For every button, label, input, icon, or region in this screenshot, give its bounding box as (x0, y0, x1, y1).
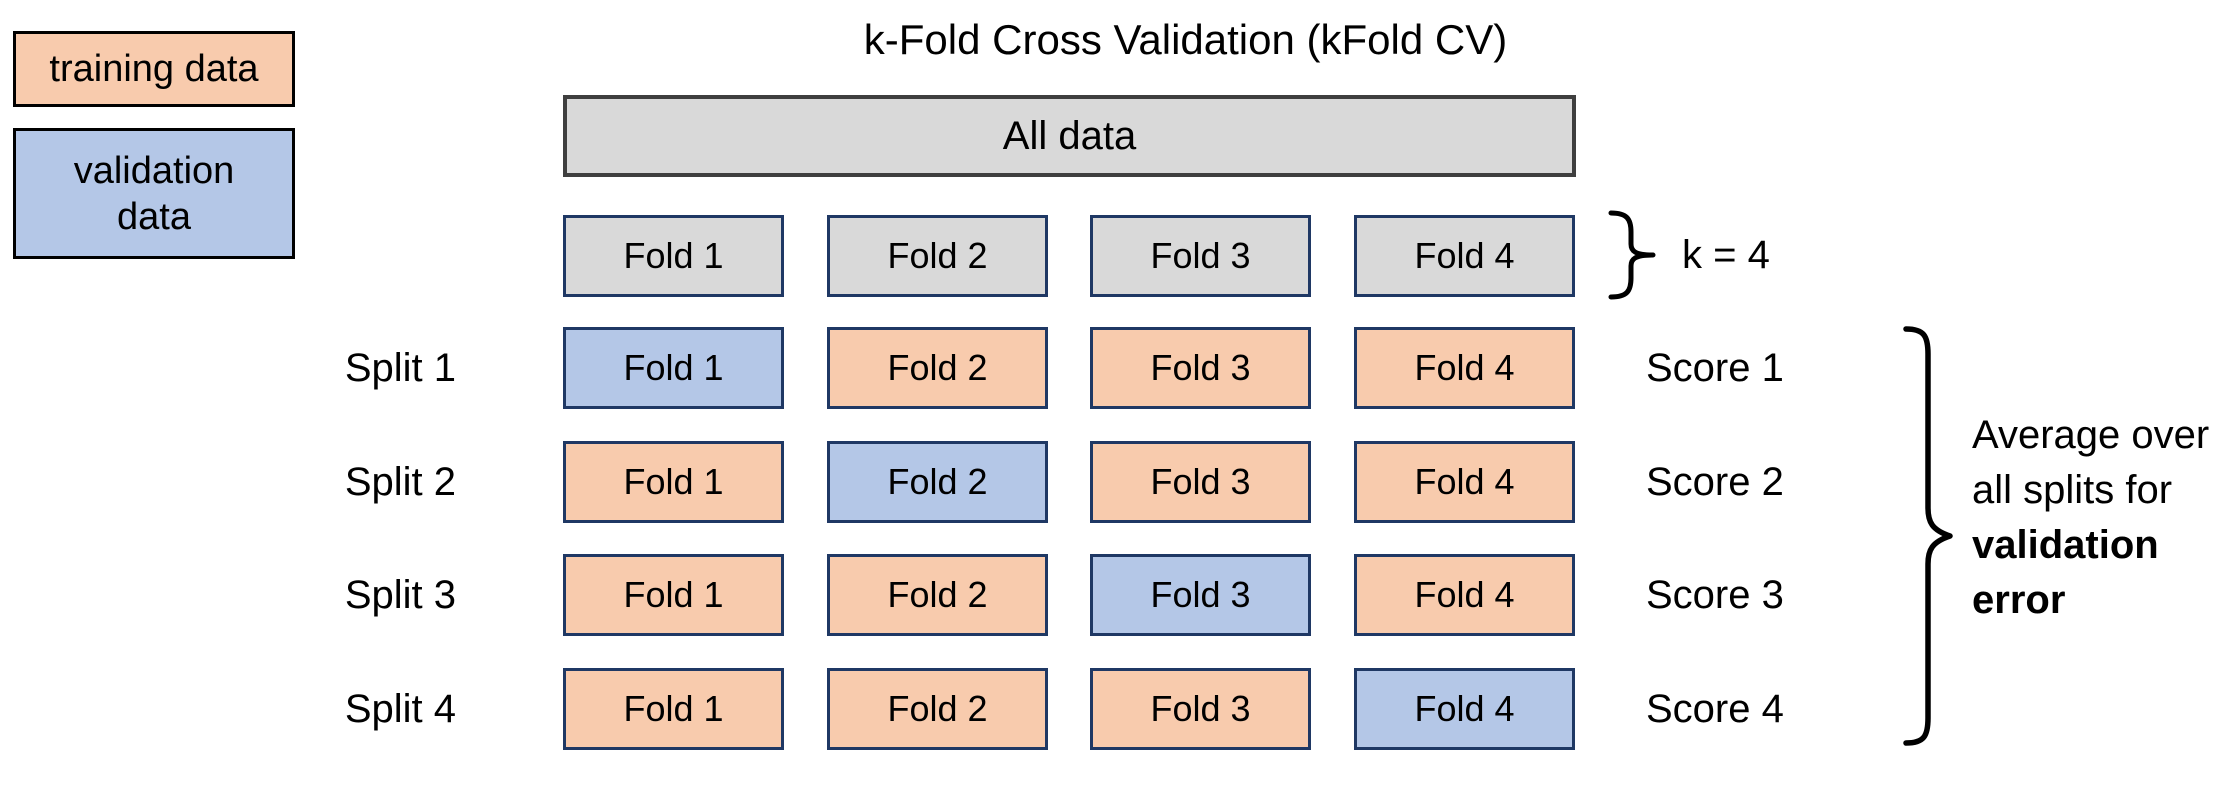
split-label: Split 3 (344, 573, 456, 617)
fold-cell: Fold 1 (563, 554, 784, 636)
fold-cell-label: Fold 3 (1150, 574, 1251, 615)
fold-cell-label: Fold 2 (887, 461, 988, 502)
fold-cell-label: Fold 1 (623, 574, 724, 615)
fold-cell-label: Fold 4 (1414, 688, 1515, 729)
fold-cell-label: Fold 1 (623, 688, 724, 729)
fold-header-label: Fold 4 (1414, 235, 1515, 276)
legend-validation-box: validation data (13, 128, 295, 259)
score-label: Score 1 (1646, 346, 1784, 390)
split-label: Split 4 (344, 687, 456, 731)
fold-cell: Fold 4 (1354, 668, 1575, 750)
fold-cell-label: Fold 2 (887, 574, 988, 615)
fold-header-cell-3: Fold 3 (1090, 215, 1311, 297)
fold-cell: Fold 2 (827, 441, 1048, 523)
fold-cell: Fold 2 (827, 327, 1048, 409)
score-label: Score 4 (1646, 687, 1784, 731)
legend-training-label: training data (49, 48, 259, 90)
fold-cell: Fold 3 (1090, 441, 1311, 523)
fold-cell: Fold 4 (1354, 441, 1575, 523)
fold-cell: Fold 4 (1354, 327, 1575, 409)
fold-cell-label: Fold 3 (1150, 347, 1251, 388)
fold-cell: Fold 3 (1090, 668, 1311, 750)
average-note-line: error (1972, 578, 2066, 622)
average-note-line: Average over (1972, 413, 2210, 457)
score-label: Score 2 (1646, 460, 1784, 504)
fold-cell-label: Fold 2 (887, 688, 988, 729)
split-label: Split 2 (344, 460, 456, 504)
fold-cell: Fold 4 (1354, 554, 1575, 636)
fold-cell-label: Fold 3 (1150, 688, 1251, 729)
fold-cell-label: Fold 3 (1150, 461, 1251, 502)
split-label: Split 1 (344, 346, 456, 390)
score-label: Score 3 (1646, 573, 1784, 617)
fold-cell: Fold 2 (827, 668, 1048, 750)
fold-cell: Fold 1 (563, 441, 784, 523)
fold-cell-label: Fold 1 (623, 461, 724, 502)
fold-cell: Fold 3 (1090, 327, 1311, 409)
diagram-title: k-Fold Cross Validation (kFold CV) (863, 16, 1508, 63)
fold-header-label: Fold 3 (1150, 235, 1251, 276)
all-data-label: All data (1002, 113, 1137, 158)
fold-cell: Fold 2 (827, 554, 1048, 636)
fold-cell: Fold 3 (1090, 554, 1311, 636)
fold-cell-label: Fold 4 (1414, 574, 1515, 615)
fold-header-cell-4: Fold 4 (1354, 215, 1575, 297)
fold-cell-label: Fold 4 (1414, 461, 1515, 502)
legend-training-box: training data (13, 31, 295, 107)
fold-header-label: Fold 2 (887, 235, 988, 276)
all-data-bar: All data (563, 95, 1576, 177)
k4-brace-icon (1608, 210, 1656, 300)
fold-cell-label: Fold 2 (887, 347, 988, 388)
average-note-line: validation (1972, 523, 2159, 567)
average-note-line: all splits for (1972, 468, 2173, 512)
average-brace-icon (1903, 326, 1953, 746)
average-note: Average over all splits for validation e… (1972, 408, 2222, 628)
fold-cell: Fold 1 (563, 327, 784, 409)
legend-validation-label: validation data (73, 149, 235, 238)
fold-cell-label: Fold 1 (623, 347, 724, 388)
fold-header-cell-1: Fold 1 (563, 215, 784, 297)
k-value-label: k = 4 (1682, 233, 1770, 277)
fold-cell-label: Fold 4 (1414, 347, 1515, 388)
fold-header-cell-2: Fold 2 (827, 215, 1048, 297)
fold-cell: Fold 1 (563, 668, 784, 750)
fold-header-label: Fold 1 (623, 235, 724, 276)
